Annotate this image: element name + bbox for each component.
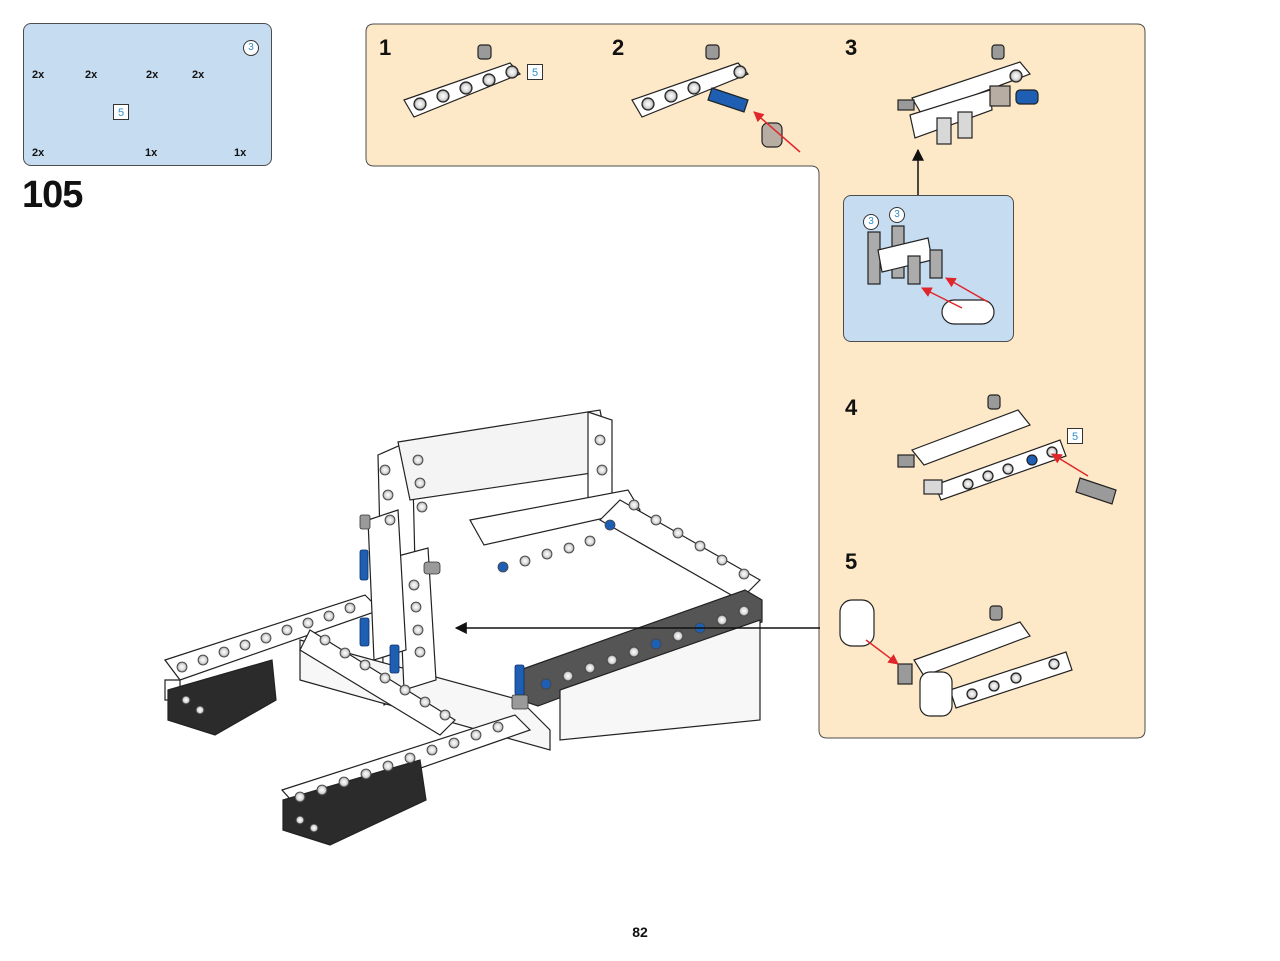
sub-step-2-label: 2 (612, 35, 625, 60)
part-qty-pin-gray: 2x (146, 69, 159, 81)
sub-step-2-model (631, 44, 801, 153)
sub-step-5-model (839, 599, 1073, 717)
sub-step-4-label: 4 (845, 395, 858, 420)
main-model-blue-pins (359, 549, 525, 696)
callout-length-b: 3 (889, 207, 905, 223)
main-model (164, 409, 763, 846)
step-number: 105 (22, 174, 83, 216)
part-qty-beam-5: 2x (32, 147, 45, 159)
parts-list (23, 23, 272, 166)
part-length-beam-5: 5 (113, 104, 129, 120)
sub-step-1-model (403, 44, 522, 118)
main-model-gray-pins (359, 514, 529, 710)
sub-step-1-label: 1 (379, 35, 392, 60)
sub-step-3-model (897, 44, 1039, 145)
part-qty-bush: 1x (234, 147, 247, 159)
sub-step-1-length: 5 (527, 64, 543, 80)
page-number: 82 (632, 924, 648, 940)
part-qty-axle-3: 2x (192, 69, 205, 81)
sub-step-5-label: 5 (845, 549, 858, 574)
part-qty-pin-blue: 1x (145, 147, 158, 159)
main-model-holes (176, 434, 750, 833)
part-length-axle-3: 3 (243, 40, 259, 56)
callout-length-a: 3 (863, 214, 879, 230)
part-qty-axle-pin-connector: 2x (85, 69, 98, 81)
sub-step-3-label: 3 (845, 35, 858, 60)
sub-step-4-model (897, 394, 1117, 505)
part-qty-beam-3: 2x (32, 69, 45, 81)
sub-step-4-length: 5 (1067, 428, 1083, 444)
